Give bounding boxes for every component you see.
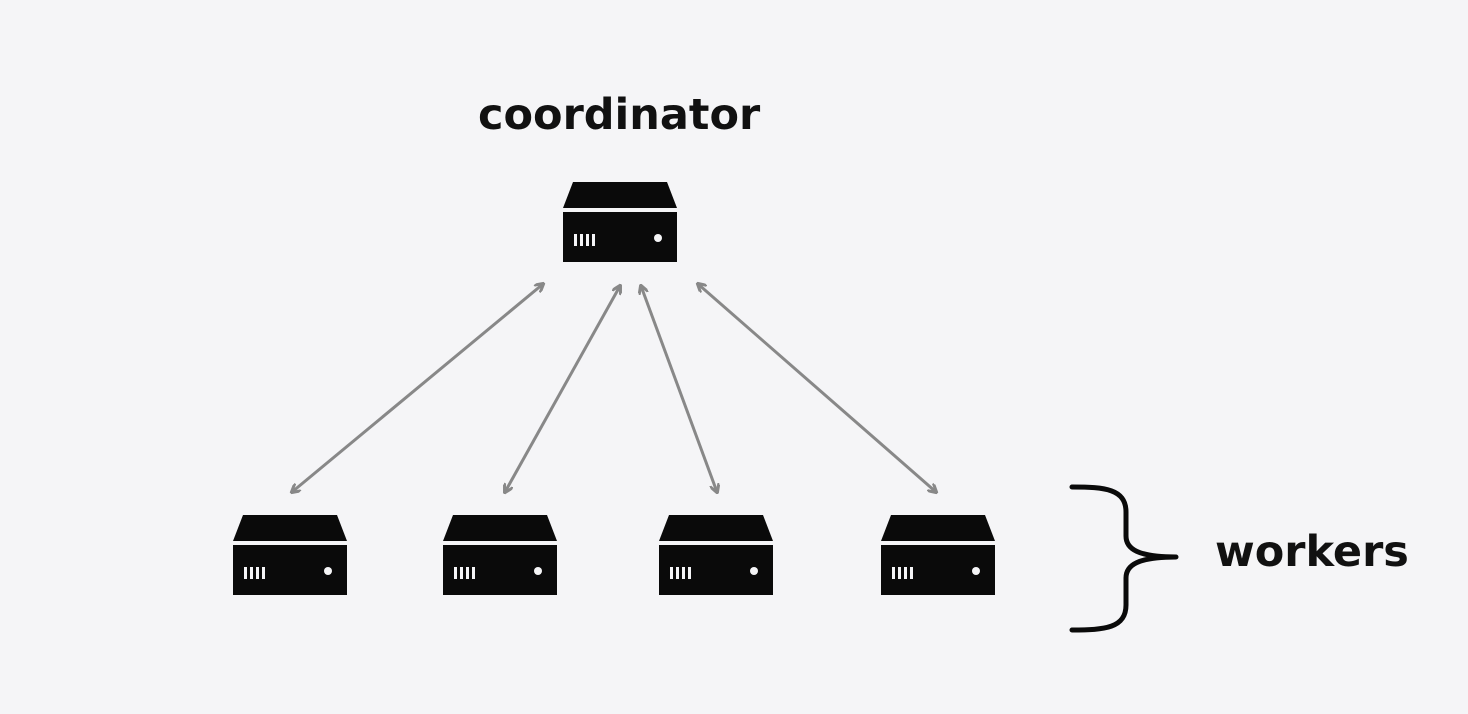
workers-brace-icon (1069, 484, 1179, 633)
worker-server-icon (443, 515, 557, 595)
workers-label: workers (1215, 527, 1409, 577)
worker-server-icon (881, 515, 995, 595)
coordinator-server-icon (563, 182, 677, 262)
connections (292, 284, 936, 492)
connection-arrow-worker-2 (505, 286, 620, 492)
coordinator-label: coordinator (478, 90, 761, 140)
worker-server-icon (659, 515, 773, 595)
connection-arrow-worker-4 (698, 284, 936, 492)
connection-arrow-worker-1 (292, 284, 543, 492)
worker-server-icon (233, 515, 347, 595)
connection-arrow-worker-3 (641, 286, 717, 492)
